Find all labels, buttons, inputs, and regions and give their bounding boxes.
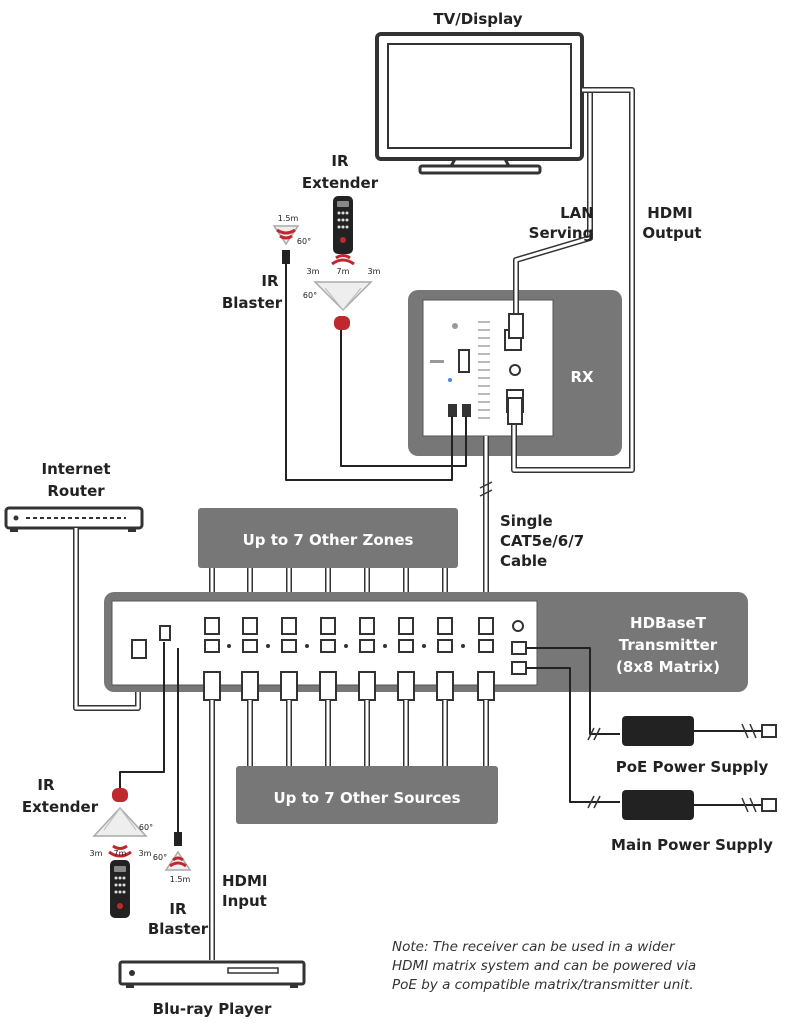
- hdmi-output-label-1: HDMI: [647, 204, 693, 222]
- note-line-1: Note: The receiver can be used in a wide…: [392, 939, 676, 955]
- tv-display: [375, 32, 584, 175]
- ir-top-dist-left: 3m: [307, 267, 320, 276]
- hdmi-output-label-2: Output: [642, 224, 701, 242]
- hdmi-output-cable: [507, 87, 635, 473]
- rx-receiver: [408, 290, 622, 456]
- ir-blaster-icon: [272, 225, 300, 264]
- cable-label-1: Single: [500, 512, 553, 530]
- ir-extender-bottom-label-2: Extender: [22, 798, 99, 816]
- transmitter-ports: [131, 617, 527, 675]
- ir-extender-top-label-2: Extender: [302, 174, 379, 192]
- cable-label-3: Cable: [500, 552, 547, 570]
- ir-bottom-dist-left: 3m: [90, 849, 103, 858]
- transmitter-label-2: Transmitter: [619, 636, 718, 654]
- main-power-supply: [526, 667, 777, 820]
- ir-remote-bottom-icon: [110, 860, 130, 918]
- ir-remote-icon: [333, 196, 353, 254]
- router-label-2: Router: [47, 482, 105, 500]
- hdmi-input-label-1: HDMI: [222, 872, 268, 890]
- poe-supply-label: PoE Power Supply: [616, 758, 769, 776]
- poe-power-supply: [526, 647, 777, 746]
- ir-blaster-bottom-label-1: IR: [169, 900, 187, 918]
- lan-cable: [508, 90, 593, 339]
- ir-blaster-bottom-icon: [164, 832, 192, 871]
- ir-extender-bottom-wire: [119, 642, 165, 790]
- ir-bottom-blaster-range: 1.5m: [170, 875, 191, 884]
- rx-label: RX: [570, 368, 594, 386]
- ir-bottom-dist-center: 7m: [114, 849, 127, 858]
- zones-label: Up to 7 Other Zones: [243, 531, 414, 549]
- ir-blaster-top-wire: [285, 264, 453, 481]
- ir-bottom-dist-right: 3m: [139, 849, 152, 858]
- lan-label-2: Serving: [529, 224, 594, 242]
- transmitter-label-3: (8x8 Matrix): [616, 658, 720, 676]
- ir-bottom-blaster-angle: 60°: [153, 853, 167, 862]
- ir-top-blaster-angle: 60°: [297, 237, 311, 246]
- bluray-label: Blu-ray Player: [153, 1000, 272, 1018]
- other-sources: [236, 766, 498, 824]
- rx-vents: [478, 321, 490, 419]
- note-line-2: HDMI matrix system and can be powered vi…: [392, 958, 696, 974]
- cable-label-2: CAT5e/6/7: [500, 532, 584, 550]
- ir-top-dist-center: 7m: [337, 267, 350, 276]
- ir-extender-top-label-1: IR: [331, 152, 349, 170]
- ir-blaster-top-label-1: IR: [261, 272, 279, 290]
- ir-blaster-top-label-2: Blaster: [222, 294, 283, 312]
- ir-top-angle: 60°: [303, 291, 317, 300]
- ir-extender-top-wire: [340, 330, 467, 467]
- ir-extender-bottom-label-1: IR: [37, 776, 55, 794]
- hdmi-input-label-2: Input: [222, 892, 267, 910]
- ir-extender-icon: [313, 254, 373, 330]
- transmitter-label-1: HDBaseT: [630, 614, 707, 632]
- source-cables: [203, 671, 495, 766]
- router-label-1: Internet: [41, 460, 110, 478]
- ir-bottom-angle: 60°: [139, 823, 153, 832]
- ir-top-dist-right: 3m: [368, 267, 381, 276]
- lan-label-1: LAN: [560, 204, 594, 222]
- ir-extender-bottom-icon: [92, 788, 148, 858]
- tv-label: TV/Display: [433, 10, 522, 28]
- ir-top-blaster-range: 1.5m: [278, 214, 299, 223]
- note-line-3: PoE by a compatible matrix/transmitter u…: [392, 977, 694, 993]
- main-supply-label: Main Power Supply: [611, 836, 773, 854]
- bluray-player: [118, 960, 306, 988]
- ir-blaster-bottom-label-2: Blaster: [148, 920, 209, 938]
- sources-label: Up to 7 Other Sources: [273, 789, 460, 807]
